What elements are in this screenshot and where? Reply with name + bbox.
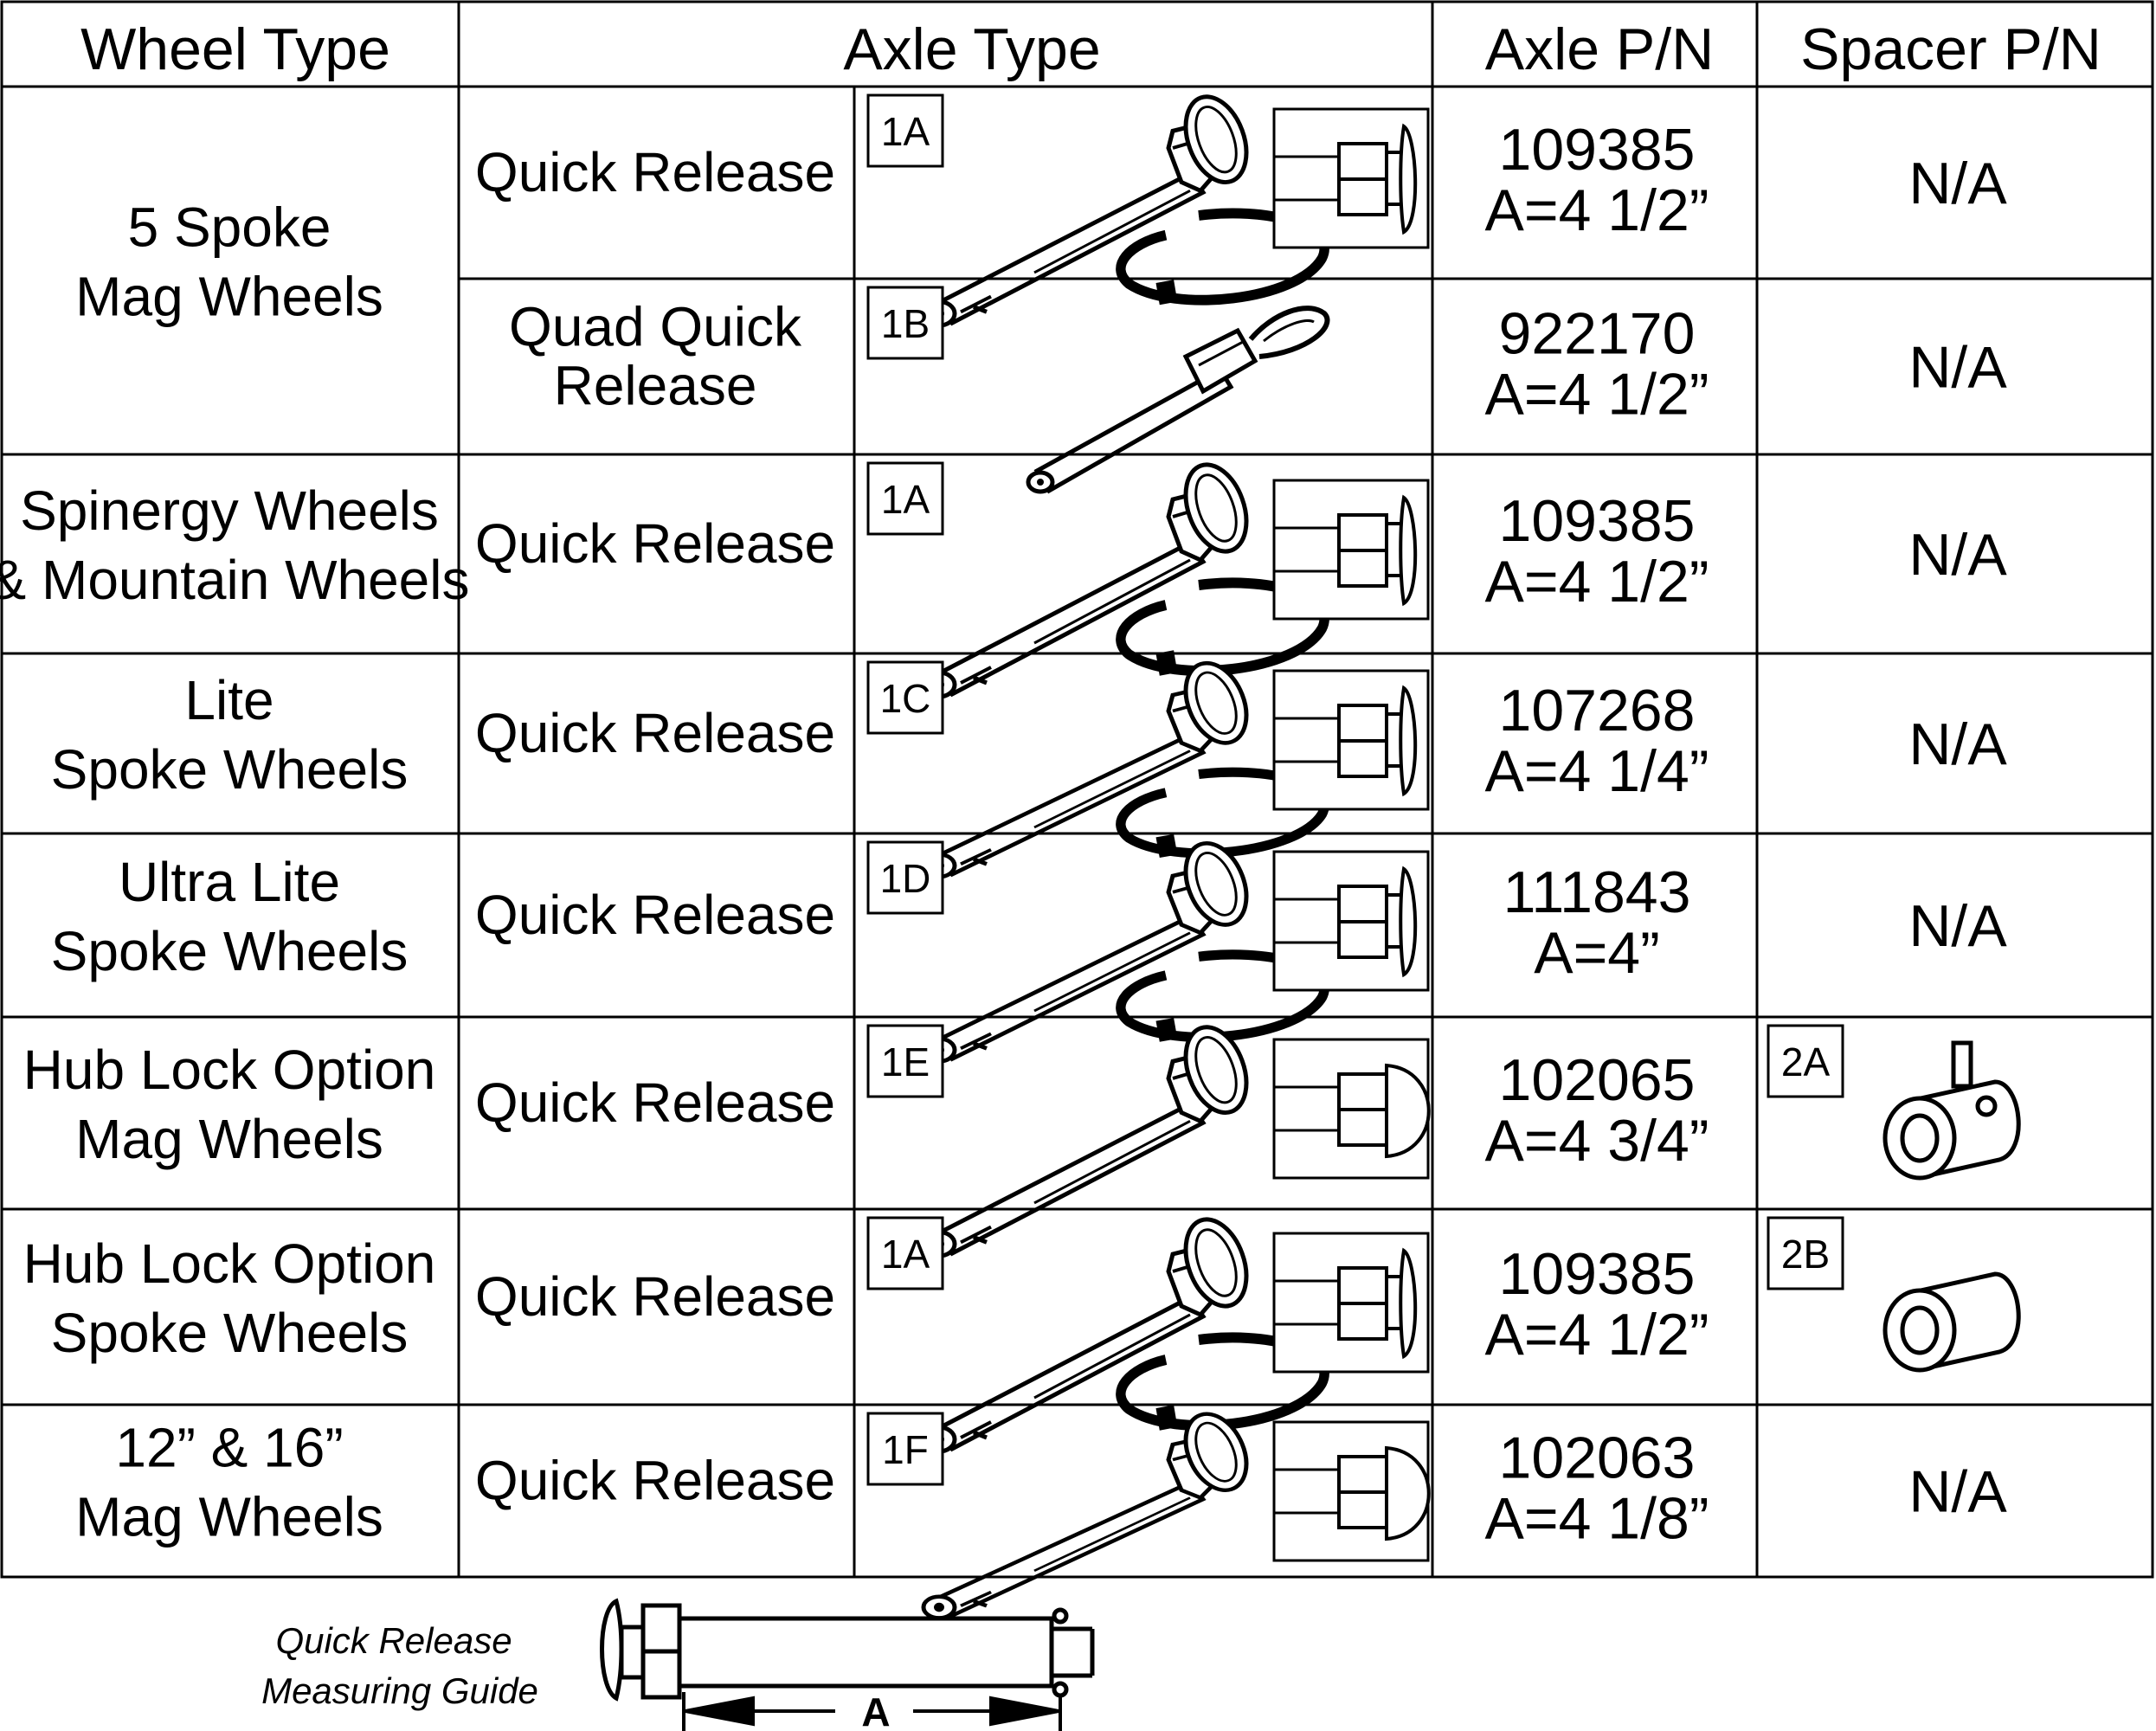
axle-part-number: 109385	[1499, 1241, 1696, 1307]
axle-part-number: 107268	[1499, 678, 1696, 743]
callout-label: 1E	[881, 1039, 930, 1084]
axle-drawing	[924, 655, 1430, 877]
axle-drawing	[924, 1406, 1431, 1618]
dimension-a	[682, 1692, 1062, 1731]
axle-length: A=4”	[1534, 920, 1660, 986]
axle-drawing	[924, 835, 1430, 1061]
callout-1F: 1F	[866, 1412, 944, 1486]
axle-length: A=4 3/4”	[1485, 1108, 1709, 1174]
wheel-type-line-1: Hub Lock Option	[23, 1232, 436, 1295]
spacer-callout-2A: 2A	[1767, 1024, 1844, 1098]
axle-part-number: 109385	[1499, 117, 1696, 183]
wheel-type-line-1: 12” & 16”	[115, 1417, 343, 1479]
spacer-part-number: N/A	[1908, 522, 2007, 588]
spacer-callout-label: 2B	[1781, 1232, 1830, 1277]
axle-length: A=4 1/4”	[1485, 738, 1709, 804]
spacer-callout-label: 2A	[1781, 1039, 1831, 1084]
wheel-type-line-2: Spoke Wheels	[51, 738, 409, 801]
wheel-type-line-1: Ultra Lite	[119, 851, 340, 913]
spacer-part-number: N/A	[1908, 893, 2007, 959]
axle-type-line-1: Quick Release	[475, 1450, 835, 1512]
table-row: 12” & 16” Mag Wheels Quick Release 1F 102063…	[75, 1406, 2007, 1618]
callout-label: 1A	[881, 1232, 930, 1277]
wheel-type-line-1: Hub Lock Option	[23, 1039, 436, 1101]
axle-type-line-1: Quick Release	[475, 141, 835, 203]
axle-part-number: 102063	[1499, 1425, 1696, 1491]
spacer-drawing	[1882, 1040, 2021, 1181]
callout-label: 1A	[881, 477, 930, 522]
spacer-part-number: N/A	[1908, 151, 2007, 216]
axle-part-number: 102065	[1499, 1047, 1696, 1113]
axle-drawing	[924, 1019, 1431, 1256]
axle-length: A=4 1/8”	[1485, 1486, 1709, 1552]
callout-label: 1C	[880, 676, 931, 721]
callout-1D: 1D	[866, 840, 944, 915]
spacer-callout-2B: 2B	[1767, 1216, 1844, 1290]
guide-caption-line-1: Quick Release	[275, 1620, 512, 1661]
dimension-a-label: A	[861, 1689, 890, 1731]
axle-drawing	[924, 1211, 1430, 1451]
axle-length: A=4 1/2”	[1485, 177, 1709, 243]
callout-1A: 1A	[866, 461, 944, 536]
measuring-guide: Quick Release Measuring Guide A	[261, 1598, 1095, 1731]
wheel-type-line-2: Mag Wheels	[75, 266, 383, 328]
axle-type-line-1: Quick Release	[475, 702, 835, 764]
header-wheel-type: Wheel Type	[80, 16, 390, 82]
axle-part-number: 922170	[1499, 301, 1696, 367]
axle-type-line-2: Release	[554, 355, 757, 417]
wheel-type-line-2: Spoke Wheels	[51, 1302, 409, 1364]
callout-label: 1A	[881, 109, 930, 154]
axle-drawing	[924, 88, 1430, 325]
axle-type-line-1: Quick Release	[475, 512, 835, 575]
axle-length: A=4 1/2”	[1485, 362, 1709, 428]
guide-axle-drawing	[600, 1598, 1095, 1702]
callout-1A: 1A	[866, 1216, 944, 1290]
axle-length: A=4 1/2”	[1485, 1302, 1709, 1367]
spacer-drawing	[1882, 1271, 2021, 1373]
quad-axle-drawing	[1028, 308, 1327, 492]
header-spacer-pn: Spacer P/N	[1800, 16, 2101, 82]
wheel-type-line-1: Lite	[184, 669, 274, 731]
axle-part-number: 111843	[1503, 859, 1691, 925]
callout-1C: 1C	[866, 660, 944, 735]
wheel-type-line-2: Mag Wheels	[75, 1486, 383, 1548]
wheel-type-line-1: 5 Spoke	[128, 196, 331, 259]
callout-1E: 1E	[866, 1024, 944, 1098]
spacer-part-number: N/A	[1908, 1459, 2007, 1525]
axle-length: A=4 1/2”	[1485, 549, 1709, 615]
wheel-type-line-2: Mag Wheels	[75, 1108, 383, 1170]
axle-type-line-1: Quick Release	[475, 1071, 835, 1134]
callout-label: 1B	[881, 301, 930, 346]
spacer-part-number: N/A	[1908, 711, 2007, 777]
axle-type-line-1: Quick Release	[475, 1265, 835, 1328]
callout-label: 1D	[880, 856, 931, 901]
spacer-part-number: N/A	[1908, 335, 2007, 401]
header-axle-pn: Axle P/N	[1485, 16, 1715, 82]
wheel-type-line-1: Spinergy Wheels	[20, 479, 439, 542]
table-grid	[0, 0, 2154, 1579]
callout-1B: 1B	[866, 286, 944, 360]
wheel-type-line-2: Spoke Wheels	[51, 920, 409, 982]
guide-caption-line-2: Measuring Guide	[261, 1670, 538, 1711]
axle-drawing	[924, 456, 1430, 697]
callout-1A: 1A	[866, 93, 944, 168]
wheel-type-line-2: & Mountain Wheels	[0, 549, 469, 611]
callout-label: 1F	[882, 1427, 929, 1472]
header-axle-type: Axle Type	[843, 16, 1100, 82]
axle-type-line-1: Quick Release	[475, 884, 835, 946]
axle-type-line-1: Quad Quick	[509, 296, 802, 358]
axle-part-number: 109385	[1499, 488, 1696, 554]
